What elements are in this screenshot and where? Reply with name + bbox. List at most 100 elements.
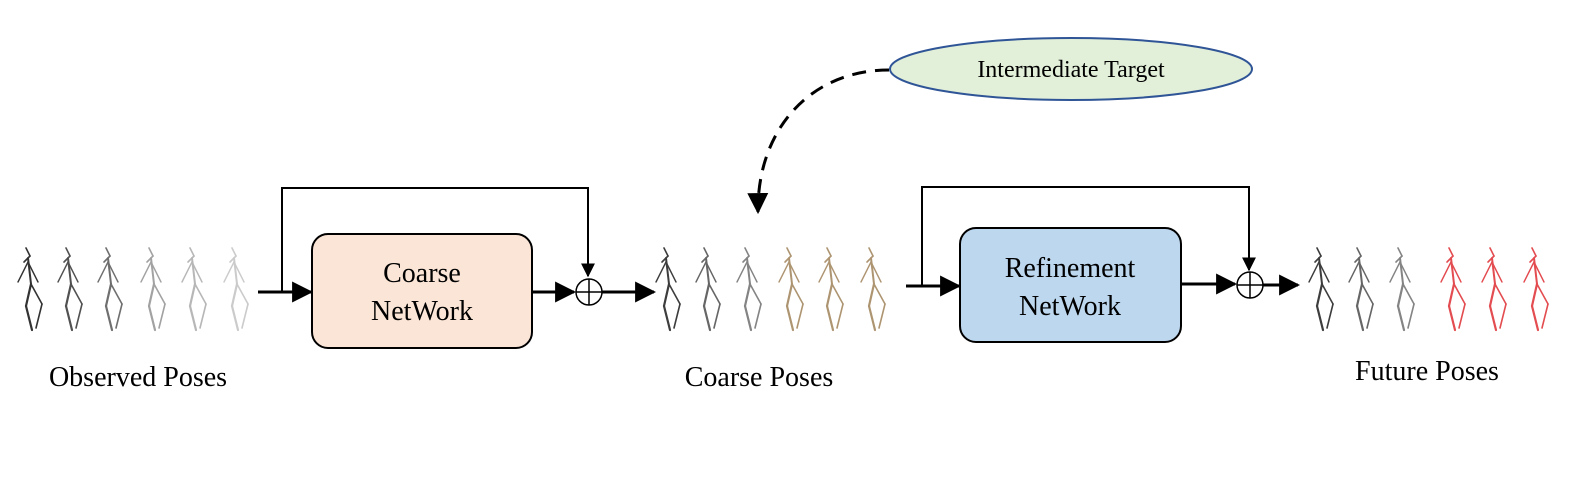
coarse-pose-observed-2-bone-3 <box>695 261 707 283</box>
observed-pose-2-bone-1 <box>63 255 71 263</box>
coarse-pose-predicted-2 <box>818 247 844 332</box>
future-pose-observed-3-bone-5 <box>1396 282 1405 308</box>
coarse-pose-predicted-2-bone-3 <box>818 261 830 283</box>
future-pose-predicted-1-bone-5 <box>1447 282 1456 308</box>
future-pose-predicted-3-bone-1 <box>1529 255 1537 263</box>
observed-pose-4-bone-0 <box>148 247 154 257</box>
coarse-pose-observed-3-bone-7 <box>749 283 762 305</box>
future-pose-observed-1-bone-8 <box>1326 303 1334 329</box>
future-pose-observed-1 <box>1308 247 1334 332</box>
observed-pose-5-bone-4 <box>191 261 203 283</box>
observed-pose-2-bone-4 <box>67 261 79 283</box>
observed-pose-6-bone-1 <box>229 255 237 263</box>
coarse-pose-observed-1-bone-0 <box>663 247 669 257</box>
future-pose-observed-2-bone-8 <box>1366 303 1374 329</box>
intermediate-target-ellipse <box>889 37 1253 101</box>
observed-pose-4 <box>140 247 166 332</box>
future-pose-observed-3-bone-7 <box>1402 283 1415 305</box>
observed-pose-1-bone-6 <box>24 304 34 332</box>
add-operator-1 <box>575 278 603 306</box>
coarse-pose-observed-1-bone-4 <box>665 261 677 283</box>
observed-pose-6-bone-2 <box>233 257 238 285</box>
coarse-network-box <box>311 233 533 349</box>
coarse-pose-observed-2-bone-6 <box>702 304 712 332</box>
future-pose-predicted-2-bone-8 <box>1499 303 1507 329</box>
observed-pose-4-bone-1 <box>146 255 154 263</box>
coarse-pose-observed-2-bone-8 <box>713 303 721 329</box>
observed-pose-4-bone-7 <box>153 283 166 305</box>
future-pose-observed-1-bone-4 <box>1318 261 1330 283</box>
refinement-network-node: Refinement NetWork <box>959 227 1182 343</box>
coarse-pose-predicted-1-bone-3 <box>778 261 790 283</box>
observed-pose-3-bone-0 <box>105 247 111 257</box>
skip-connection-1 <box>281 187 595 292</box>
coarse-pose-predicted-3-bone-4 <box>870 261 882 283</box>
future-pose-observed-1-bone-6 <box>1315 304 1325 332</box>
observed-poses-label: Observed Poses <box>49 362 227 393</box>
coarse-pose-observed-1-bone-7 <box>668 283 681 305</box>
refinement-network-label-line2: NetWork <box>1019 291 1121 322</box>
observed-pose-5-bone-1 <box>187 255 195 263</box>
future-pose-predicted-1-bone-0 <box>1448 247 1454 257</box>
observed-pose-6-bone-3 <box>223 261 235 283</box>
coarse-pose-observed-2-bone-0 <box>703 247 709 257</box>
coarse-pose-predicted-1-bone-6 <box>785 304 795 332</box>
coarse-pose-observed-3-bone-5 <box>743 282 752 308</box>
future-pose-observed-2-bone-6 <box>1355 304 1365 332</box>
coarse-pose-observed-2-bone-1 <box>701 255 709 263</box>
future-pose-predicted-2-bone-3 <box>1481 261 1493 283</box>
observed-pose-4-bone-8 <box>158 303 166 329</box>
coarse-pose-observed-2-bone-5 <box>702 282 711 308</box>
coarse-pose-predicted-3-bone-3 <box>860 261 872 283</box>
observed-pose-6-bone-0 <box>231 247 237 257</box>
future-pose-predicted-1-bone-6 <box>1447 304 1457 332</box>
observed-pose-5-bone-8 <box>199 303 207 329</box>
coarse-pose-observed-1-bone-5 <box>662 282 671 308</box>
future-pose-observed-2 <box>1348 247 1374 332</box>
coarse-pose-predicted-3-bone-7 <box>873 283 886 305</box>
coarse-pose-observed-1 <box>655 247 681 332</box>
future-pose-observed-2-bone-7 <box>1361 283 1374 305</box>
future-pose-predicted-3-bone-0 <box>1531 247 1537 257</box>
observed-pose-5-bone-6 <box>188 304 198 332</box>
observed-pose-6-bone-4 <box>233 261 245 283</box>
future-pose-predicted-1 <box>1440 247 1466 332</box>
coarse-pose-observed-3-bone-1 <box>742 255 750 263</box>
observed-pose-2-bone-3 <box>57 261 69 283</box>
future-pose-observed-1-bone-0 <box>1316 247 1322 257</box>
coarse-pose-predicted-1 <box>778 247 804 332</box>
skip-connection-2 <box>921 186 1256 287</box>
future-pose-predicted-3-bone-4 <box>1533 261 1545 283</box>
coarse-pose-predicted-2-bone-7 <box>831 283 844 305</box>
future-pose-observed-3-bone-0 <box>1397 247 1403 257</box>
future-pose-predicted-1-bone-1 <box>1446 255 1454 263</box>
observed-pose-5-bone-0 <box>189 247 195 257</box>
coarse-pose-observed-1-bone-1 <box>661 255 669 263</box>
coarse-pose-observed-2 <box>695 247 721 332</box>
future-pose-observed-3-bone-6 <box>1396 304 1406 332</box>
coarse-pose-observed-1-bone-8 <box>673 303 681 329</box>
observed-poses-group <box>17 247 249 332</box>
dashed-arrow-intermediate-to-coarse <box>747 68 890 215</box>
coarse-poses-label: Coarse Poses <box>685 362 834 393</box>
observed-pose-2 <box>57 247 83 332</box>
coarse-pose-observed-3-bone-0 <box>744 247 750 257</box>
coarse-pose-predicted-2-bone-5 <box>825 282 834 308</box>
refinement-network-label-line1: Refinement <box>1005 253 1136 284</box>
observed-pose-4-bone-5 <box>147 282 156 308</box>
future-pose-predicted-3-bone-6 <box>1530 304 1540 332</box>
observed-pose-3-bone-1 <box>103 255 111 263</box>
future-poses-group <box>1308 247 1549 332</box>
observed-pose-2-bone-5 <box>64 282 73 308</box>
coarse-pose-observed-3-bone-4 <box>746 261 758 283</box>
future-poses-label: Future Poses <box>1355 356 1499 387</box>
future-pose-predicted-3-bone-3 <box>1523 261 1535 283</box>
future-pose-observed-2-bone-1 <box>1354 255 1362 263</box>
coarse-pose-predicted-1-bone-4 <box>788 261 800 283</box>
future-pose-predicted-2-bone-7 <box>1494 283 1507 305</box>
observed-pose-1-bone-1 <box>23 255 31 263</box>
observed-pose-1-bone-0 <box>25 247 31 257</box>
coarse-pose-predicted-3-bone-0 <box>868 247 874 257</box>
